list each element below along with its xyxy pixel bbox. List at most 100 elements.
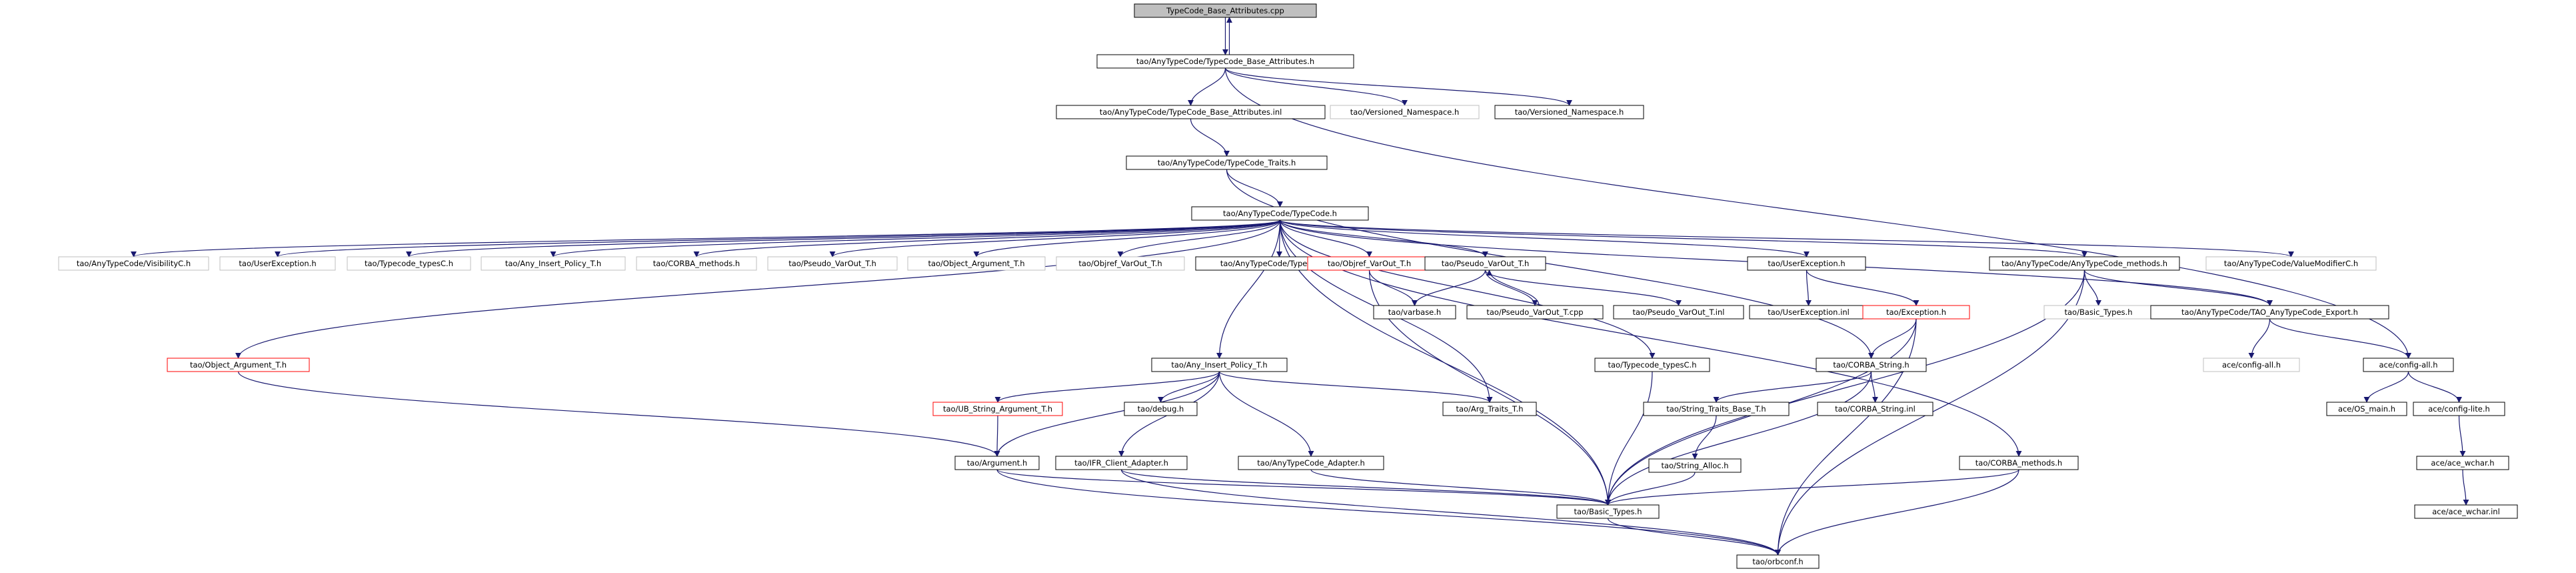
graph-node[interactable]: tao/orbconf.h xyxy=(1736,554,1820,569)
graph-node[interactable]: tao/UserException.h xyxy=(1747,256,1866,271)
graph-node[interactable]: tao/AnyTypeCode/TypeCode_Traits.h xyxy=(1126,155,1328,170)
node-label: tao/Object_Argument_T.h xyxy=(190,360,287,370)
graph-node[interactable]: tao/Versioned_Namespace.h xyxy=(1330,105,1480,119)
graph-node[interactable]: tao/Argument.h xyxy=(954,456,1040,470)
graph-node[interactable]: ace/OS_main.h xyxy=(2326,402,2407,416)
graph-node[interactable]: tao/Pseudo_VarOut_T.inl xyxy=(1613,305,1744,320)
node-box xyxy=(1096,54,1354,69)
node-label: tao/String_Traits_Base_T.h xyxy=(1666,404,1766,414)
graph-node[interactable]: tao/Basic_Types.h xyxy=(2043,305,2153,320)
graph-node[interactable]: tao/debug.h xyxy=(1124,402,1198,416)
dependency-edge xyxy=(1692,415,1717,460)
graph-node[interactable]: ace/config-all.h xyxy=(2363,358,2454,372)
node-box xyxy=(1134,3,1317,18)
graph-node[interactable]: tao/AnyTypeCode/TypeCode_Base_Attributes… xyxy=(1056,105,1326,119)
node-label: tao/debug.h xyxy=(1138,404,1184,414)
graph-node[interactable]: tao/UserException.inl xyxy=(1749,305,1868,320)
node-label: tao/Objref_VarOut_T.h xyxy=(1078,259,1162,268)
graph-node[interactable]: ace/ace_wchar.h xyxy=(2416,456,2509,470)
node-label: ace/config-lite.h xyxy=(2428,404,2490,414)
node-label: ace/ace_wchar.h xyxy=(2431,458,2494,468)
dependency-edge xyxy=(2363,371,2409,403)
node-box xyxy=(1556,504,1660,519)
dependency-edge xyxy=(1120,469,1781,556)
graph-node[interactable]: tao/String_Traits_Base_T.h xyxy=(1643,402,1790,416)
node-label: tao/CORBA_String.inl xyxy=(1835,404,1916,414)
dependency-edge xyxy=(994,371,1220,457)
node-box xyxy=(1442,402,1537,416)
graph-node[interactable]: tao/Typecode_typesC.h xyxy=(347,256,471,271)
graph-node[interactable]: tao/AnyTypeCode/TypeCode_Base_Attributes… xyxy=(1096,54,1354,69)
graph-node[interactable]: tao/UserException.h xyxy=(219,256,336,271)
graph-node[interactable]: tao/IFR_Client_Adapter.h xyxy=(1055,456,1188,470)
graph-node[interactable]: ace/config-all.h xyxy=(2203,358,2300,372)
node-box xyxy=(1124,402,1198,416)
node-box xyxy=(1959,456,2079,470)
graph-node[interactable]: tao/Arg_Traits_T.h xyxy=(1442,402,1537,416)
node-label: tao/UB_String_Argument_T.h xyxy=(943,404,1052,414)
graph-node[interactable]: tao/String_Alloc.h xyxy=(1648,458,1742,473)
dependency-edge xyxy=(406,219,1281,257)
graph-node[interactable]: tao/AnyTypeCode/VisibilityC.h xyxy=(58,256,209,271)
node-label: tao/String_Alloc.h xyxy=(1661,461,1728,470)
node-label: ace/config-all.h xyxy=(2222,360,2281,370)
node-box xyxy=(1494,105,1644,119)
dependency-edge xyxy=(994,415,1000,457)
dependency-edge xyxy=(996,469,1611,506)
node-box xyxy=(2416,456,2509,470)
graph-node[interactable]: ace/ace_wchar.inl xyxy=(2414,504,2518,519)
graph-node[interactable]: tao/AnyTypeCode/TAO_AnyTypeCode_Export.h xyxy=(2150,305,2389,320)
dependency-edge xyxy=(1224,67,1572,106)
graph-node[interactable]: tao/CORBA_String.inl xyxy=(1817,402,1933,416)
node-box xyxy=(1424,256,1546,271)
graph-node[interactable]: tao/varbase.h xyxy=(1373,305,1456,320)
node-label: tao/AnyTypeCode/TypeCode.h xyxy=(1223,209,1337,218)
node-label: tao/UserException.h xyxy=(239,259,316,268)
dependency-edge xyxy=(1279,219,1656,359)
node-box xyxy=(481,256,626,271)
graph-node[interactable]: tao/Versioned_Namespace.h xyxy=(1494,105,1644,119)
dependency-edge xyxy=(1117,219,1281,257)
node-box xyxy=(1736,554,1820,569)
node-label: tao/Argument.h xyxy=(967,458,1027,468)
dependency-edge xyxy=(1279,219,2294,257)
node-box xyxy=(1862,305,1970,320)
graph-node[interactable]: tao/CORBA_String.h xyxy=(1816,358,1927,372)
graph-node[interactable]: tao/AnyTypeCode/ValueModifierC.h xyxy=(2205,256,2377,271)
graph-node[interactable]: tao/AnyTypeCode/TypeCode.h xyxy=(1191,206,1369,221)
dependency-edge xyxy=(1713,371,1872,403)
node-box xyxy=(219,256,336,271)
dependency-edge xyxy=(1279,219,2087,257)
graph-node[interactable]: tao/AnyTypeCode/AnyTypeCode_methods.h xyxy=(1989,256,2180,271)
graph-node[interactable]: tao/Pseudo_VarOut_T.h xyxy=(767,256,898,271)
graph-node[interactable]: tao/Any_Insert_Policy_T.h xyxy=(481,256,626,271)
graph-node[interactable]: tao/Objref_VarOut_T.h xyxy=(1307,256,1432,271)
node-label: tao/Typecode_typesC.h xyxy=(1608,360,1696,370)
graph-nodes: TypeCode_Base_Attributes.cpptao/AnyTypeC… xyxy=(58,3,2518,569)
graph-node[interactable]: tao/Object_Argument_T.h xyxy=(167,358,310,372)
graph-node[interactable]: tao/Pseudo_VarOut_T.h xyxy=(1424,256,1546,271)
graph-node[interactable]: tao/Objref_VarOut_T.h xyxy=(1056,256,1185,271)
graph-node[interactable]: tao/CORBA_methods.h xyxy=(1959,456,2079,470)
graph-node[interactable]: tao/Any_Insert_Policy_T.h xyxy=(1151,358,1288,372)
graph-node[interactable]: ace/config-lite.h xyxy=(2413,402,2505,416)
graph-node[interactable]: tao/Exception.h xyxy=(1862,305,1970,320)
node-box xyxy=(907,256,1046,271)
graph-node[interactable]: tao/Basic_Types.h xyxy=(1556,504,1660,519)
node-box xyxy=(1330,105,1480,119)
node-box xyxy=(2150,305,2389,320)
dependency-edge xyxy=(1120,469,1611,506)
dependency-edge xyxy=(1218,371,1314,457)
node-label: tao/IFR_Client_Adapter.h xyxy=(1074,458,1168,468)
node-box xyxy=(954,456,1040,470)
graph-node[interactable]: tao/CORBA_methods.h xyxy=(636,256,757,271)
graph-node[interactable]: tao/AnyTypeCode_Adapter.h xyxy=(1238,456,1384,470)
graph-node[interactable]: tao/UB_String_Argument_T.h xyxy=(932,402,1063,416)
graph-node[interactable]: tao/Pseudo_VarOut_T.cpp xyxy=(1466,305,1604,320)
graph-node[interactable]: tao/Object_Argument_T.h xyxy=(907,256,1046,271)
graph-node[interactable]: tao/Typecode_typesC.h xyxy=(1594,358,1710,372)
node-box xyxy=(1817,402,1933,416)
node-label: ace/ace_wchar.inl xyxy=(2432,507,2500,516)
node-label: tao/AnyTypeCode/AnyTypeCode_methods.h xyxy=(2001,259,2167,268)
node-box xyxy=(1613,305,1744,320)
